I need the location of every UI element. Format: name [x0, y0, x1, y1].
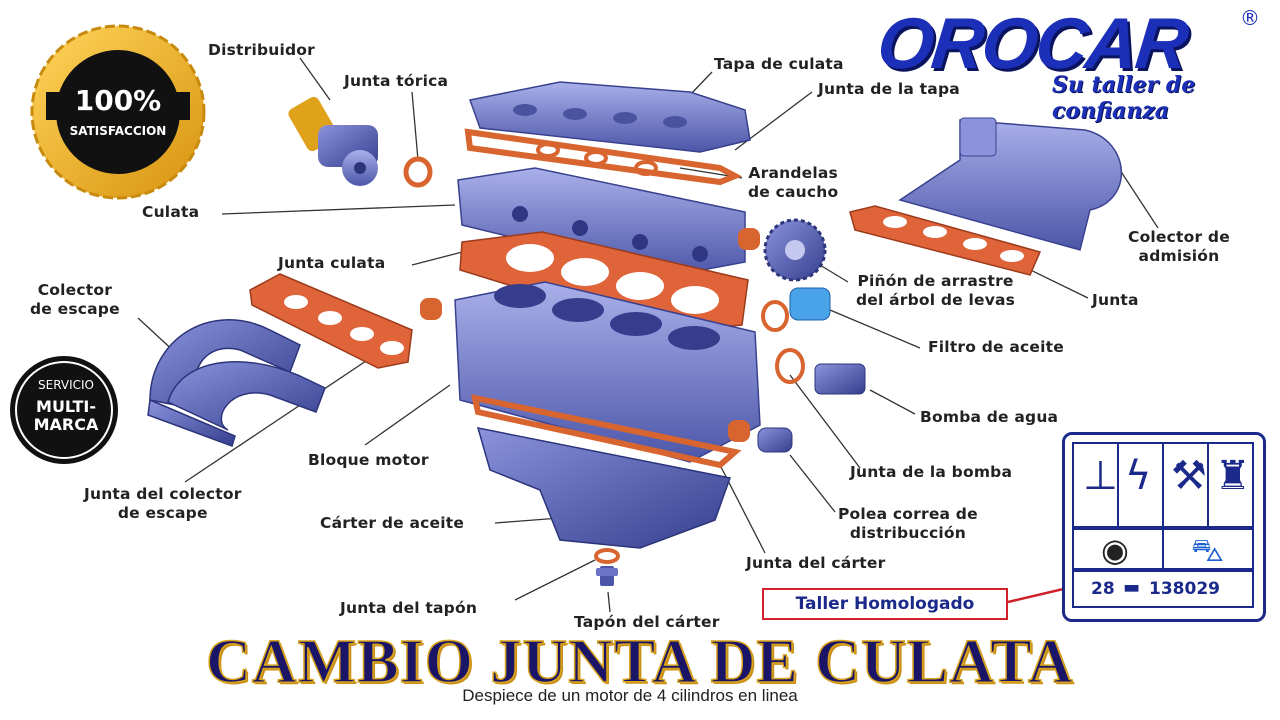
- label-pinon: Piñón de arrastre del árbol de levas: [856, 272, 1015, 310]
- label-junta-bomba: Junta de la bomba: [850, 463, 1013, 481]
- label-polea-line1: Polea correa de: [838, 505, 978, 523]
- seal-part: [420, 298, 442, 320]
- cylinder-head-part: [457, 167, 760, 277]
- head-gasket-part: [459, 231, 749, 333]
- label-polea-line2: distribucción: [849, 524, 966, 542]
- label-bloque-motor: Bloque motor: [308, 451, 429, 469]
- motorcycle-icon: ⛍: [1191, 531, 1224, 569]
- rubber-washers: [536, 142, 658, 176]
- label-junta-tapon: Junta del tapón: [340, 599, 478, 617]
- water-pump-part: [775, 348, 866, 395]
- multimarca-badge: [10, 356, 118, 464]
- oil-pan-part: [476, 427, 731, 549]
- label-arandelas: Arandelas de caucho: [748, 164, 838, 202]
- timing-pulley-part: [757, 427, 793, 453]
- exhaust-manifold-part: [147, 319, 326, 447]
- label-filtro-aceite: Filtro de aceite: [928, 338, 1064, 356]
- seal-percent: 100%: [74, 84, 162, 117]
- registration-right: 138029: [1149, 579, 1220, 599]
- badge-servicio: SERVICIO: [38, 378, 94, 392]
- intake-manifold-part: [898, 117, 1123, 251]
- label-junta-colector-escape-line2: de escape: [117, 504, 208, 522]
- brand-slogan: Su taller de confianza: [1052, 72, 1196, 124]
- certification-icons: [1072, 442, 1254, 608]
- label-colector-escape: Colector de escape: [30, 281, 120, 319]
- valve-cover-part: [469, 81, 751, 153]
- exhaust-gasket-part: [249, 273, 413, 369]
- taller-homologado-label: Taller Homologado: [762, 588, 1008, 620]
- label-tapa-culata: Tapa de culata: [714, 55, 844, 73]
- leader-lines: [137, 57, 1159, 613]
- registered-mark: ®: [1240, 6, 1260, 30]
- label-arandelas-line2: de caucho: [748, 183, 839, 201]
- label-carter-aceite: Cárter de aceite: [320, 514, 465, 532]
- label-distribuidor: Distribuidor: [208, 41, 316, 59]
- page-title: CAMBIO JUNTA DE CULATA: [205, 627, 1074, 697]
- page-subtitle: Despiece de un motor de 4 cilindros en l…: [462, 686, 798, 705]
- camshaft-pulley-part: [763, 218, 827, 282]
- label-arandelas-line1: Arandelas: [748, 164, 838, 182]
- label-colector-escape-line1: Colector: [37, 281, 113, 299]
- lightning-icon: ϟ: [1125, 453, 1152, 499]
- label-junta-colector-escape: Junta del colector de escape: [84, 485, 242, 523]
- seal-satisfaction: SATISFACCION: [69, 124, 167, 138]
- label-polea: Polea correa de distribucción: [838, 505, 978, 543]
- emblem-icon: ▬: [1123, 577, 1141, 598]
- distributor-part: [288, 96, 378, 186]
- label-pinon-line1: Piñón de arrastre: [857, 272, 1014, 290]
- label-colector-admision: Colector de admisión: [1128, 228, 1230, 266]
- oil-filter-part: [761, 287, 831, 332]
- o-ring-part: [403, 156, 433, 188]
- badge-multimarca: MULTI- MARCA: [20, 398, 112, 434]
- tire-icon: ◉: [1101, 531, 1129, 569]
- badge-marca: MARCA: [33, 415, 99, 434]
- label-junta: Junta: [1092, 291, 1139, 309]
- spray-gun-icon: ♜: [1215, 453, 1251, 499]
- label-colector-admision-line2: admisión: [1138, 247, 1220, 265]
- drain-plug-gasket-part: [594, 548, 620, 564]
- label-culata: Culata: [142, 203, 200, 221]
- intake-gasket-part: [849, 205, 1042, 276]
- certification-panel: ⊥ ϟ ⚒ ♜ ◉ ⛍ 28 ▬ 138029: [1062, 432, 1266, 622]
- label-bomba-agua: Bomba de agua: [920, 408, 1059, 426]
- label-junta-torica: Junta tórica: [344, 72, 449, 90]
- engine-block-part: [454, 281, 761, 463]
- caliper-icon: ⊥: [1083, 453, 1118, 499]
- valve-cover-gasket: [464, 128, 743, 186]
- badge-multi: MULTI-: [36, 397, 96, 416]
- drain-plug-part: [596, 566, 618, 586]
- hammer-icon: ⚒: [1171, 453, 1207, 499]
- label-junta-culata: Junta culata: [278, 254, 386, 272]
- label-junta-tapa: Junta de la tapa: [818, 80, 960, 98]
- oil-pan-gasket-part: [471, 394, 742, 469]
- label-junta-colector-escape-line1: Junta del colector: [84, 485, 242, 503]
- label-colector-admision-line1: Colector de: [1128, 228, 1230, 246]
- registration-left: 28: [1091, 579, 1115, 599]
- label-pinon-line2: del árbol de levas: [856, 291, 1016, 309]
- label-tapon-carter: Tapón del cárter: [574, 613, 720, 631]
- label-junta-carter: Junta del cárter: [746, 554, 886, 572]
- satisfaction-seal: [30, 24, 206, 200]
- label-colector-escape-line2: de escape: [30, 300, 120, 318]
